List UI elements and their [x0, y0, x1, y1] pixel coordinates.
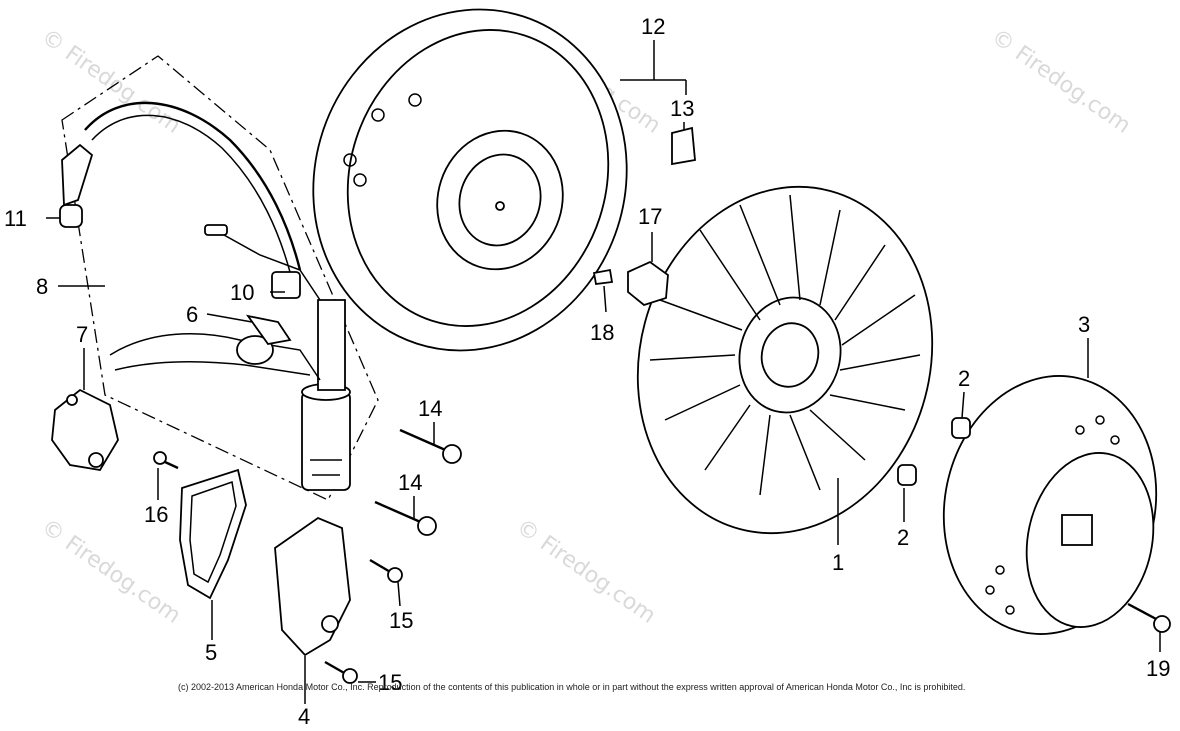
leader-lines [46, 40, 1161, 704]
bolt [1127, 602, 1171, 633]
callout-18: 18 [590, 320, 614, 345]
gasket-inner-edge [189, 480, 237, 584]
watermark: © Firedog.com [37, 24, 185, 138]
callout-4: 4 [298, 704, 310, 729]
collar [897, 464, 917, 486]
callout-11: 11 [4, 206, 27, 231]
ignition-coil [204, 224, 351, 491]
callout-19: 19 [1146, 656, 1170, 681]
callout-14: 14 [418, 396, 442, 421]
callout-7: 7 [76, 322, 88, 347]
ignition-assembly-outline [61, 55, 379, 501]
callout-13: 13 [670, 96, 694, 121]
callout-14: 14 [398, 470, 422, 495]
wiring-and-condenser [109, 314, 321, 381]
high-tension-cable-inner [91, 114, 291, 273]
bolt [374, 500, 437, 536]
callout-10: 10 [230, 280, 254, 305]
pulser-switch [51, 388, 119, 471]
breaker-cover [274, 516, 351, 657]
bolt [399, 428, 462, 464]
watermark: © Firedog.com [512, 514, 660, 628]
watermark: © Firedog.com [987, 24, 1135, 138]
callout-15: 15 [378, 670, 402, 695]
spark-plug-cap [59, 143, 94, 228]
callout-1: 1 [832, 550, 844, 575]
callout-2: 2 [958, 366, 970, 391]
woodruff-key [592, 268, 614, 285]
callout-3: 3 [1078, 312, 1090, 337]
callout-15: 15 [389, 608, 413, 633]
callout-5: 5 [205, 640, 217, 665]
label-tag [671, 126, 696, 166]
watermark: © Firedog.com [37, 514, 185, 628]
starter-pulley [942, 375, 1158, 635]
callout-12: 12 [641, 14, 665, 39]
flywheel-nut [627, 260, 669, 307]
callout-8: 8 [36, 274, 48, 299]
flywheel [312, 8, 628, 352]
callout-16: 16 [144, 502, 168, 527]
gasket [179, 468, 247, 600]
screw [153, 451, 179, 470]
copyright-notice: (c) 2002-2013 American Honda Motor Co., … [178, 682, 965, 692]
callout-6: 6 [186, 302, 198, 327]
screw [369, 558, 403, 583]
callout-17: 17 [638, 204, 662, 229]
breaker-cover-hole [321, 615, 339, 633]
cooling-fan [636, 185, 934, 535]
screw [324, 660, 358, 684]
callout-2: 2 [897, 525, 909, 550]
collar [951, 417, 971, 439]
high-tension-cable [84, 101, 302, 271]
